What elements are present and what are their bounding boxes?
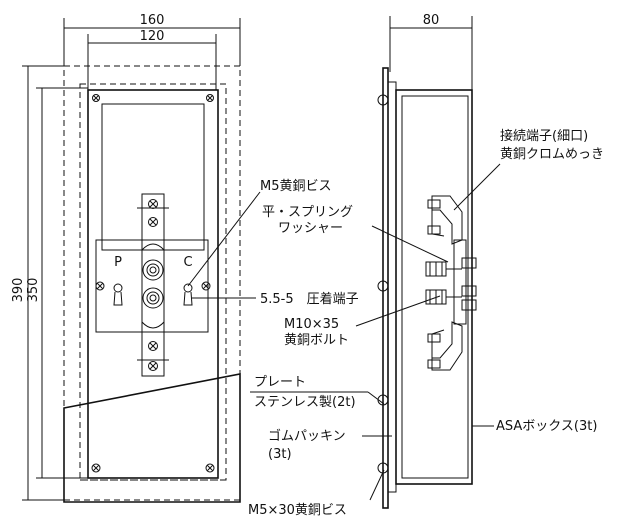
leader-m5x30 (369, 469, 385, 501)
upper-arc (141, 243, 165, 251)
lower-bracket-bolts (427, 333, 441, 369)
callout-m5-brass-screw: M5黄銅ビス (260, 179, 332, 194)
lower-arc (141, 321, 165, 329)
screw-top-left (92, 94, 100, 102)
upper-bracket-inner (431, 210, 445, 237)
terminal-vertical-bar (141, 193, 165, 377)
bolt-lower-side (425, 289, 462, 305)
callout-washer-line2: ワッシャー (278, 221, 343, 236)
main-bolt-upper (142, 259, 164, 281)
callout-washer-line1: 平・スプリング (262, 205, 353, 220)
callout-m5x30-screw: M5×30黄銅ビス (248, 503, 347, 518)
main-bolt-lower (142, 287, 164, 309)
terminal-nut-bot (461, 299, 477, 311)
inner-plate-rect (101, 103, 205, 251)
terminal-nut-top (461, 257, 477, 269)
callout-connection-terminal-line1: 接続端子(細口) (500, 128, 588, 144)
dim-120-label: 120 (140, 29, 165, 44)
side-gasket (387, 81, 397, 493)
lower-bracket (431, 321, 463, 371)
dim-160-label: 160 (140, 13, 165, 28)
crimp-terminal-right (183, 283, 193, 306)
callout-asa-box: ASAボックス(3t) (496, 419, 597, 434)
block-screw-left (95, 281, 105, 291)
leader-washer (371, 225, 449, 263)
callout-plate-line2: ステンレス製(2t) (254, 395, 356, 410)
callout-bolt-line1: M10×35 (284, 317, 339, 332)
stainless-plate (63, 373, 241, 503)
side-screw-2 (377, 280, 389, 292)
dim-80-label: 80 (423, 13, 440, 28)
label-p: P (114, 255, 122, 270)
plate-outline (87, 89, 219, 479)
upper-bracket-bolts (427, 199, 441, 235)
callout-connection-terminal-line2: 黄銅クロムめっき (500, 147, 604, 162)
upper-bracket (431, 195, 463, 245)
callout-gasket-line1: ゴムパッキン (268, 428, 346, 444)
label-c: C (183, 255, 192, 270)
leader-m5-screw (187, 191, 261, 287)
side-view: 80 (377, 13, 477, 509)
callouts: M5黄銅ビス 平・スプリング ワッシャー 5.5-5 圧着端子 M10×35 黄… (248, 128, 604, 518)
crimp-terminal-left (113, 283, 123, 306)
bar-screw-top (148, 199, 158, 209)
leader-bolt (355, 295, 441, 327)
leader-connection-terminal (453, 163, 501, 211)
terminal-nut-mid (461, 285, 477, 297)
asa-box (395, 89, 473, 485)
asa-box-inner (401, 95, 469, 479)
bar-screw-low2 (148, 361, 158, 371)
screw-bottom-right (205, 463, 215, 473)
dim-390-label: 390 (11, 278, 26, 303)
terminal-plate-side (453, 239, 467, 325)
leader-plate (367, 391, 385, 405)
bolt-upper-side (425, 261, 462, 277)
dim-350-label: 350 (26, 278, 41, 303)
leader-lines (187, 163, 501, 501)
callout-crimp-terminal: 5.5-5 圧着端子 (260, 291, 359, 307)
callout-gasket-line2: (3t) (268, 447, 292, 462)
bar-screw-low1 (148, 341, 158, 351)
callout-bolt-line2: 黄銅ボルト (284, 333, 349, 348)
front-view: 160 120 390 350 (11, 13, 241, 503)
bar-screw-mid (148, 217, 158, 227)
outer-dashed-outline (63, 65, 241, 501)
side-screw-1 (377, 94, 389, 106)
screw-top-right (206, 94, 214, 102)
block-screw-right (201, 281, 211, 291)
screw-bottom-left (91, 463, 101, 473)
callout-plate-line1: プレート (254, 375, 306, 390)
